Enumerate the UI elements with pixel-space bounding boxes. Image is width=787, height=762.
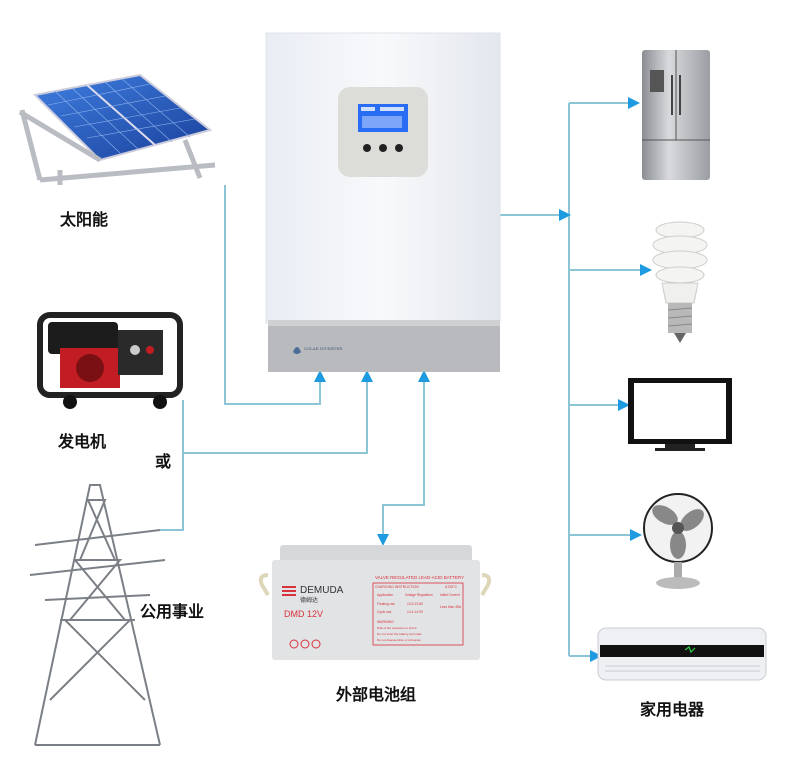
arrow-right-ac-icon — [590, 650, 602, 662]
power-tower-icon — [29, 484, 166, 746]
air-conditioner-icon — [597, 627, 767, 681]
or-label: 或 — [155, 452, 172, 471]
table-header: Application — [377, 593, 393, 597]
table-header: Voltage Regulation — [405, 593, 433, 597]
table-cell: Cycle use — [377, 610, 392, 614]
battery-line — [382, 378, 425, 540]
arrow-up-solar-icon — [314, 370, 326, 382]
table-cell: Less than 45A — [440, 605, 462, 609]
refrigerator-icon — [642, 50, 710, 180]
battery-type: VALVE REGULATED LEAD-ACID BATTERY — [375, 575, 464, 580]
solar-panel-icon — [18, 73, 216, 185]
battery-temp: AT25°C — [445, 585, 458, 589]
warning-item: Risk of fire explosion or burns. — [377, 626, 418, 630]
arrow-up-battery-icon — [418, 370, 430, 382]
inverter-brand-logo: SOLAR INVERTER — [304, 346, 343, 351]
arrow-up-grid-icon — [361, 370, 373, 382]
table-cell: Floating use — [377, 602, 395, 606]
battery-icon: DEMUDA 德姆达 DMD 12V VALVE REGULATED LEAD-… — [258, 545, 492, 660]
generator-icon — [37, 312, 183, 409]
warning-item: Do not short the battery terminals. — [377, 632, 422, 636]
table-cell: 13.5-13.8V — [407, 602, 424, 606]
solar-label: 太阳能 — [60, 210, 109, 229]
arrow-down-battery-icon — [377, 534, 389, 546]
utility-label: 公用事业 — [140, 602, 205, 621]
warning-title: WARNING — [377, 620, 394, 624]
arrow-heads — [314, 97, 652, 662]
battery-brand: DEMUDA — [300, 585, 344, 596]
connection-lines — [160, 102, 646, 657]
table-cell: 14.4-14.9V — [407, 610, 424, 614]
generator-label: 发电机 — [58, 432, 107, 451]
battery-label: 外部电池组 — [336, 685, 417, 704]
appliances-label: 家用电器 — [640, 700, 705, 719]
generator-utility-line — [160, 400, 184, 531]
charging-instruction: CHARGING INSTRUCTION — [375, 585, 419, 589]
warning-item: Do not disassemble or incinerate. — [377, 638, 422, 642]
arrow-right-tv-icon — [618, 399, 630, 411]
table-header: Initial Current — [440, 593, 460, 597]
grid-line — [183, 378, 368, 454]
television-icon — [628, 378, 732, 451]
battery-model: DMD 12V — [284, 609, 323, 619]
battery-brand-cn: 德姆达 — [300, 596, 318, 604]
arrow-right-lamp-icon — [640, 264, 652, 276]
solar-line — [224, 185, 321, 405]
inverter-icon: SOLAR INVERTER — [265, 32, 501, 372]
arrow-right-output-icon — [559, 209, 571, 221]
arrow-right-fridge-icon — [628, 97, 640, 109]
cfl-bulb-icon — [652, 221, 708, 343]
electric-fan-icon — [643, 493, 713, 589]
arrow-right-fan-icon — [630, 529, 642, 541]
